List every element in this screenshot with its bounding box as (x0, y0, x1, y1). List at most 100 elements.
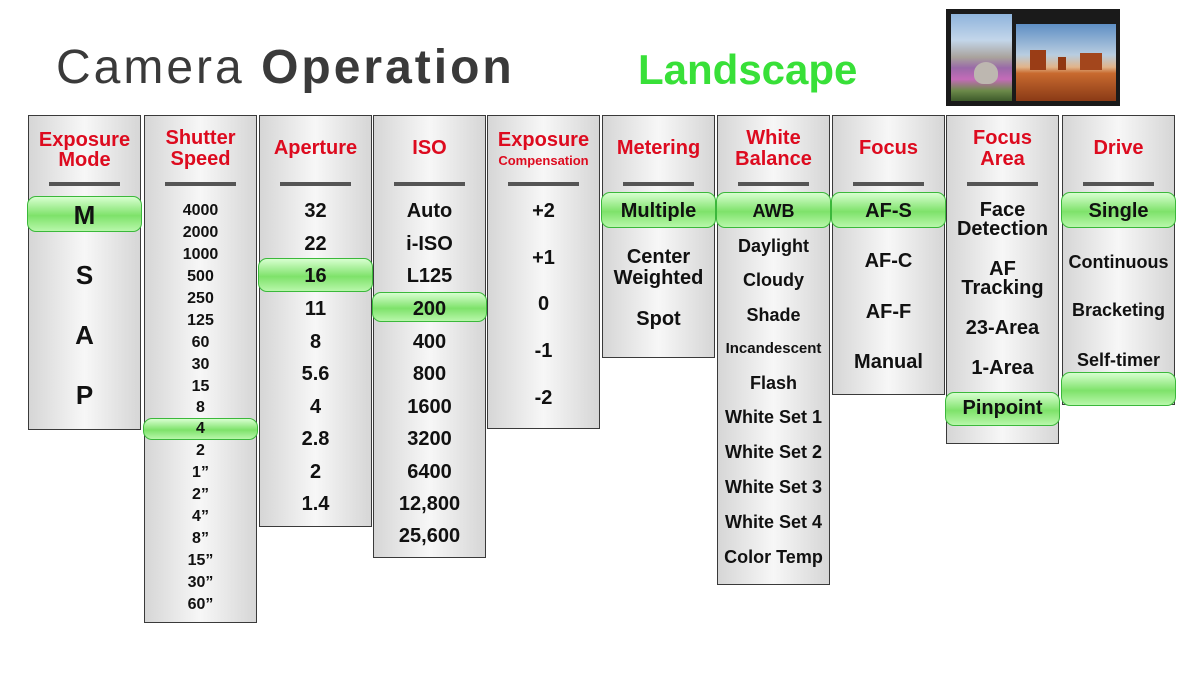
option-item[interactable]: Manual (854, 351, 923, 373)
option-item[interactable]: i-ISO (406, 233, 453, 255)
option-selected[interactable]: Multiple (620, 200, 697, 222)
header-divider (394, 182, 465, 186)
option-item[interactable]: 2000 (182, 224, 219, 241)
selected-highlight (601, 192, 716, 228)
option-item[interactable]: White Set 3 (724, 477, 822, 497)
option-item[interactable]: 32 (304, 200, 327, 222)
mesa-shape (1080, 53, 1102, 70)
option-item[interactable]: 4000 (182, 202, 219, 219)
column-header: Balance (735, 148, 812, 170)
option-item[interactable]: 4 (309, 396, 322, 418)
option-item[interactable]: 8 (196, 399, 205, 416)
option-item[interactable]: 1000 (182, 246, 219, 263)
option-selected[interactable]: Single (1088, 200, 1149, 222)
option-item[interactable]: Incandescent (725, 340, 822, 357)
option-item[interactable]: Cloudy (743, 270, 804, 290)
option-item[interactable]: Center Weighted (613, 246, 704, 289)
option-item[interactable]: 30 (191, 356, 210, 373)
option-item[interactable]: 12,800 (398, 493, 461, 515)
option-item[interactable]: 11 (304, 298, 327, 320)
option-item[interactable]: 500 (187, 268, 214, 285)
header-divider (967, 182, 1038, 186)
option-item[interactable]: 800 (412, 363, 447, 385)
option-item[interactable]: A (75, 320, 94, 350)
mesa-shape (1030, 50, 1046, 70)
option-item[interactable]: AF-C (864, 250, 913, 272)
option-item[interactable]: 60” (187, 596, 214, 613)
option-item[interactable]: +1 (532, 247, 555, 269)
column-header: Exposure (38, 129, 131, 151)
header-divider (738, 182, 809, 186)
selected-highlight (831, 192, 946, 228)
option-selected[interactable]: M (73, 200, 96, 230)
header-divider (1083, 182, 1154, 186)
option-selected[interactable]: 4 (196, 420, 205, 437)
option-item[interactable]: L125 (406, 265, 453, 287)
option-item[interactable]: Continuous (1068, 252, 1169, 272)
option-item[interactable]: Shade (746, 305, 801, 325)
landscape-photos (946, 9, 1120, 106)
option-item[interactable]: 125 (187, 312, 214, 329)
option-selected[interactable]: 200 (412, 298, 447, 320)
option-item[interactable]: 1” (192, 464, 209, 481)
option-item[interactable]: 1600 (407, 396, 452, 418)
selected-highlight (372, 292, 487, 322)
page-title-light: Camera (56, 41, 245, 94)
option-item[interactable]: 2.8 (301, 428, 330, 450)
option-item[interactable]: 30” (187, 574, 214, 591)
option-item[interactable]: Auto (406, 200, 453, 222)
scene-label: Landscape (638, 46, 858, 93)
option-selected[interactable]: 16 (304, 265, 327, 287)
option-item[interactable]: 15 (191, 378, 210, 395)
option-selected[interactable]: Pinpoint (962, 397, 1043, 419)
option-item[interactable]: 8” (192, 530, 209, 547)
option-item[interactable]: AF-F (865, 301, 912, 323)
column-header: Area (980, 148, 1025, 170)
option-item[interactable]: 250 (187, 290, 214, 307)
option-item[interactable]: AF Tracking (961, 258, 1044, 299)
option-item[interactable]: 4” (192, 508, 209, 525)
option-item[interactable]: 15” (187, 552, 214, 569)
option-item[interactable]: Bracketing (1071, 300, 1166, 320)
option-item[interactable]: 0 (537, 293, 550, 315)
option-item[interactable]: -2 (534, 387, 553, 409)
option-item[interactable]: 2” (192, 486, 209, 503)
column-header: Shutter (165, 127, 236, 149)
option-item[interactable]: Face Detection (956, 199, 1049, 240)
option-item[interactable]: S (75, 260, 94, 290)
option-item[interactable]: 1-Area (971, 357, 1034, 379)
option-item[interactable]: Color Temp (724, 547, 823, 567)
option-item[interactable]: White Set 2 (724, 442, 822, 462)
option-item[interactable]: 2 (309, 461, 322, 483)
option-item[interactable]: Spot (636, 308, 681, 330)
option-item[interactable]: 8 (309, 331, 322, 353)
option-item[interactable]: 22 (304, 233, 327, 255)
column-header: Exposure (497, 129, 590, 151)
option-selected[interactable]: AWB (752, 201, 795, 221)
option-item[interactable]: 400 (412, 331, 447, 353)
selected-highlight (27, 196, 142, 232)
option-item[interactable]: 25,600 (398, 525, 461, 547)
option-item[interactable]: 5.6 (301, 363, 330, 385)
option-item[interactable]: 2 (196, 442, 205, 459)
option-item[interactable]: Flash (749, 373, 797, 393)
option-selected[interactable]: AF-S (865, 200, 912, 222)
option-item[interactable]: Self-timer (1076, 350, 1161, 370)
option-item[interactable]: -1 (534, 340, 553, 362)
option-item[interactable]: 3200 (407, 428, 452, 450)
header-divider (280, 182, 351, 186)
option-item[interactable]: +2 (532, 200, 555, 222)
option-item[interactable]: P (75, 380, 94, 410)
option-item[interactable]: 23-Area (965, 317, 1040, 339)
option-item[interactable]: 60 (191, 334, 210, 351)
selected-highlight (258, 258, 373, 292)
option-item[interactable]: White Set 4 (724, 512, 822, 532)
option-item[interactable]: 6400 (407, 461, 452, 483)
selected-highlight (1061, 372, 1176, 406)
option-item[interactable]: White Set 1 (724, 407, 822, 427)
option-item[interactable]: Daylight (737, 236, 809, 256)
option-item[interactable]: 1.4 (301, 493, 330, 515)
